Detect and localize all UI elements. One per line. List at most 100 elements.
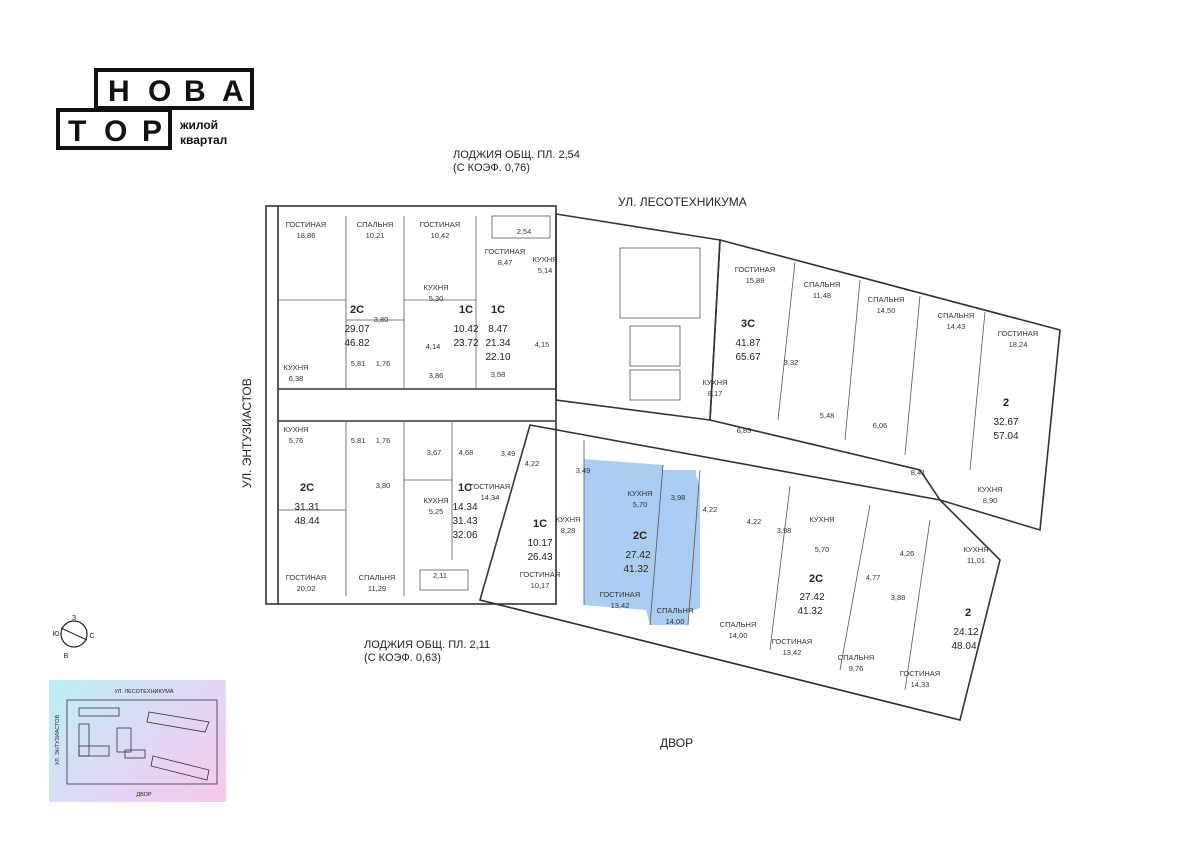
svg-text:СПАЛЬНЯ: СПАЛЬНЯ xyxy=(868,295,905,304)
small-area-numbers: 2,54 3,80 1,76 5,81 4,14 3,86 4,15 3,58 … xyxy=(351,227,926,602)
svg-text:1С: 1С xyxy=(533,518,547,530)
svg-text:6,83: 6,83 xyxy=(737,426,752,435)
svg-text:3,49: 3,49 xyxy=(576,466,591,475)
svg-text:6,06: 6,06 xyxy=(873,421,888,430)
svg-text:2С: 2С xyxy=(350,304,364,316)
novator-logo: Н О В А Т О Р жилой квартал xyxy=(56,68,254,150)
minimap-left-label: УЛ. ЭНТУЗИАСТОВ xyxy=(55,715,61,766)
logo-letter: Т xyxy=(68,115,86,148)
svg-text:1С: 1С xyxy=(459,304,473,316)
svg-text:3,67: 3,67 xyxy=(427,448,442,457)
svg-text:46.82: 46.82 xyxy=(344,338,369,349)
logo-subtitle: жилой xyxy=(179,118,218,132)
svg-text:14,00: 14,00 xyxy=(666,617,685,626)
svg-text:4,22: 4,22 xyxy=(703,505,718,514)
svg-text:8,90: 8,90 xyxy=(983,496,998,505)
svg-text:31.43: 31.43 xyxy=(452,516,477,527)
svg-text:КУХНЯ: КУХНЯ xyxy=(423,496,448,505)
svg-text:КУХНЯ: КУХНЯ xyxy=(423,283,448,292)
logo-letter: О xyxy=(104,115,127,148)
bottom-wing-outline xyxy=(479,424,1001,721)
svg-text:11,29: 11,29 xyxy=(368,584,386,593)
svg-text:13,42: 13,42 xyxy=(783,648,802,657)
svg-text:1С: 1С xyxy=(491,304,505,316)
stair-core xyxy=(555,213,721,421)
svg-text:5,48: 5,48 xyxy=(820,411,835,420)
svg-text:СПАЛЬНЯ: СПАЛЬНЯ xyxy=(720,620,757,629)
minimap-top-label: УЛ. ЛЕСОТЕХНИКУМА xyxy=(114,689,173,695)
svg-text:8,47: 8,47 xyxy=(498,258,513,267)
svg-text:32.67: 32.67 xyxy=(993,417,1018,428)
svg-text:5,81: 5,81 xyxy=(351,359,366,368)
svg-text:48.44: 48.44 xyxy=(294,516,319,527)
svg-text:3,58: 3,58 xyxy=(491,370,506,379)
svg-text:4,68: 4,68 xyxy=(459,448,474,457)
svg-text:6,38: 6,38 xyxy=(289,374,304,383)
svg-text:3,98: 3,98 xyxy=(671,493,686,502)
svg-text:5,25: 5,25 xyxy=(429,507,444,516)
svg-text:14,33: 14,33 xyxy=(911,680,930,689)
logo-letter: О xyxy=(148,75,171,108)
left-wing-outline xyxy=(265,205,557,605)
svg-text:5,70: 5,70 xyxy=(815,545,830,554)
svg-text:3,49: 3,49 xyxy=(501,449,516,458)
svg-text:КУХНЯ: КУХНЯ xyxy=(977,485,1002,494)
svg-text:ГОСТИНАЯ: ГОСТИНАЯ xyxy=(900,669,940,678)
svg-text:СПАЛЬНЯ: СПАЛЬНЯ xyxy=(938,311,975,320)
selected-apartment-highlight[interactable] xyxy=(584,459,700,625)
svg-text:1С: 1С xyxy=(458,482,472,494)
svg-text:3,80: 3,80 xyxy=(374,315,389,324)
svg-text:11,01: 11,01 xyxy=(967,556,985,565)
loggia-bottom-caption: ЛОДЖИЯ ОБЩ. ПЛ. 2,11 (С КОЭФ. 0,63) xyxy=(364,639,491,664)
svg-text:10.17: 10.17 xyxy=(527,538,552,549)
loggia-bottom xyxy=(419,569,469,591)
svg-text:26.43: 26.43 xyxy=(527,552,552,563)
compass-east: С xyxy=(89,633,94,640)
svg-text:5,81: 5,81 xyxy=(351,436,366,445)
svg-text:ГОСТИНАЯ: ГОСТИНАЯ xyxy=(600,590,640,599)
svg-text:ГОСТИНАЯ: ГОСТИНАЯ xyxy=(520,570,560,579)
svg-text:2: 2 xyxy=(965,607,971,619)
svg-text:КУХНЯ: КУХНЯ xyxy=(555,515,580,524)
svg-text:48.04: 48.04 xyxy=(951,641,976,652)
svg-text:ГОСТИНАЯ: ГОСТИНАЯ xyxy=(735,265,775,274)
svg-text:20,02: 20,02 xyxy=(297,584,316,593)
loggia-top-caption: ЛОДЖИЯ ОБЩ. ПЛ. 2,54 (С КОЭФ. 0,76) xyxy=(453,149,580,174)
svg-text:10,21: 10,21 xyxy=(366,231,385,240)
svg-text:4,15: 4,15 xyxy=(535,340,550,349)
compass-rose: З Ю С В xyxy=(52,615,94,660)
svg-text:5,30: 5,30 xyxy=(429,294,444,303)
svg-text:СПАЛЬНЯ: СПАЛЬНЯ xyxy=(804,280,841,289)
svg-text:2С: 2С xyxy=(809,573,823,585)
svg-text:ГОСТИНАЯ: ГОСТИНАЯ xyxy=(772,637,812,646)
svg-text:СПАЛЬНЯ: СПАЛЬНЯ xyxy=(357,220,394,229)
svg-text:2,54: 2,54 xyxy=(517,227,532,236)
svg-text:1,76: 1,76 xyxy=(376,359,391,368)
svg-text:4,14: 4,14 xyxy=(426,342,441,351)
svg-text:ГОСТИНАЯ: ГОСТИНАЯ xyxy=(485,247,525,256)
svg-text:КУХНЯ: КУХНЯ xyxy=(702,378,727,387)
svg-text:23.72: 23.72 xyxy=(453,338,478,349)
svg-text:24.12: 24.12 xyxy=(953,627,978,638)
svg-text:14.34: 14.34 xyxy=(452,502,477,513)
svg-text:41.32: 41.32 xyxy=(623,564,648,575)
svg-text:2,11: 2,11 xyxy=(433,571,447,580)
site-minimap: УЛ. ЛЕСОТЕХНИКУМА ДВОР УЛ. ЭНТУЗИАСТОВ xyxy=(49,680,226,802)
svg-text:СПАЛЬНЯ: СПАЛЬНЯ xyxy=(657,606,694,615)
svg-text:11,48: 11,48 xyxy=(813,291,831,300)
svg-text:4,22: 4,22 xyxy=(747,517,762,526)
svg-text:4,22: 4,22 xyxy=(525,459,540,468)
svg-text:8,17: 8,17 xyxy=(708,389,723,398)
svg-text:3,80: 3,80 xyxy=(376,481,391,490)
svg-text:3,32: 3,32 xyxy=(784,358,799,367)
svg-text:КУХНЯ: КУХНЯ xyxy=(532,255,557,264)
svg-text:3С: 3С xyxy=(741,318,755,330)
logo-letter: А xyxy=(222,75,244,108)
svg-text:2С: 2С xyxy=(633,530,647,542)
svg-text:ГОСТИНАЯ: ГОСТИНАЯ xyxy=(998,329,1038,338)
svg-text:10.42: 10.42 xyxy=(453,324,478,335)
svg-text:КУХНЯ: КУХНЯ xyxy=(283,425,308,434)
